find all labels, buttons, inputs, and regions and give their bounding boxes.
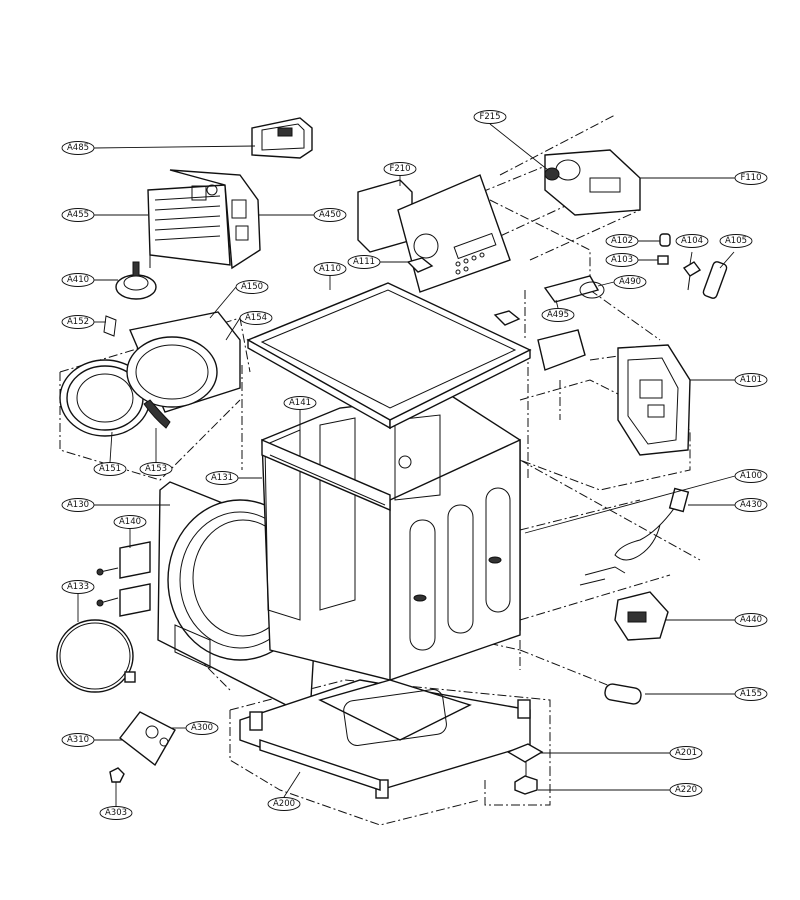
svg-text:F110: F110 xyxy=(740,173,761,183)
callout-a310: A310 xyxy=(61,733,95,747)
callout-a200: A200 xyxy=(267,797,301,811)
svg-text:F210: F210 xyxy=(389,164,410,174)
door-hinges-a140 xyxy=(96,541,151,617)
callout-a490: A490 xyxy=(613,275,647,289)
svg-text:A200: A200 xyxy=(273,799,295,809)
svg-text:A495: A495 xyxy=(547,310,569,320)
callout-a155: A155 xyxy=(734,687,768,701)
callout-a153: A153 xyxy=(139,462,173,476)
svg-text:A490: A490 xyxy=(619,277,641,287)
svg-text:A303: A303 xyxy=(105,808,127,818)
svg-text:A104: A104 xyxy=(681,236,703,246)
base-frame-a200 xyxy=(239,679,531,799)
callout-a133: A133 xyxy=(61,580,95,594)
svg-text:A133: A133 xyxy=(67,582,89,592)
pressure-switch-a410 xyxy=(115,255,157,300)
pcb-cover-a485 xyxy=(251,117,313,159)
callout-a455: A455 xyxy=(61,208,95,222)
callout-a105: A105 xyxy=(719,234,753,248)
svg-text:A111: A111 xyxy=(353,257,375,267)
svg-text:A102: A102 xyxy=(611,236,633,246)
svg-text:A410: A410 xyxy=(67,275,89,285)
svg-text:F215: F215 xyxy=(479,112,500,122)
callout-a151: A151 xyxy=(93,462,127,476)
svg-text:A100: A100 xyxy=(740,471,762,481)
svg-text:A131: A131 xyxy=(211,473,233,483)
clamp-ring-a133 xyxy=(56,619,136,693)
callout-a450: A450 xyxy=(313,208,347,222)
svg-text:A103: A103 xyxy=(611,255,633,265)
callout-f215: F215 xyxy=(473,110,507,124)
callout-a100: A100 xyxy=(734,469,768,483)
svg-text:A110: A110 xyxy=(319,264,341,274)
cabinet-frame-a100 xyxy=(261,394,521,681)
callout-a141: A141 xyxy=(283,396,317,410)
svg-text:A153: A153 xyxy=(145,464,167,474)
callout-a201: A201 xyxy=(669,746,703,760)
callout-a101: A101 xyxy=(734,373,768,387)
control-pcb-f110 xyxy=(544,149,641,216)
filter-cover-a310 xyxy=(109,711,176,783)
top-plate-a110 xyxy=(246,282,532,430)
callout-a300: A300 xyxy=(185,721,219,735)
callout-a152: A152 xyxy=(61,315,95,329)
svg-text:A455: A455 xyxy=(67,210,89,220)
leader-lines xyxy=(77,123,736,806)
callout-a103: A103 xyxy=(605,253,639,267)
svg-text:A310: A310 xyxy=(67,735,89,745)
callout-a130: A130 xyxy=(61,498,95,512)
callout-a110: A110 xyxy=(313,262,347,276)
callout-a150: A150 xyxy=(235,280,269,294)
callout-a410: A410 xyxy=(61,273,95,287)
callout-a104: A104 xyxy=(675,234,709,248)
main-pcb-a455 xyxy=(147,169,261,270)
callout-a220: A220 xyxy=(669,783,703,797)
svg-text:A141: A141 xyxy=(289,398,311,408)
svg-text:A155: A155 xyxy=(740,689,762,699)
callout-a303: A303 xyxy=(99,806,133,820)
control-panel-f210 xyxy=(357,174,511,293)
leg-a201 xyxy=(506,743,544,795)
callout-f210: F210 xyxy=(383,162,417,176)
callout-a154: A154 xyxy=(239,311,273,325)
svg-text:A450: A450 xyxy=(319,210,341,220)
svg-text:A440: A440 xyxy=(740,615,762,625)
svg-text:A130: A130 xyxy=(67,500,89,510)
callout-a440: A440 xyxy=(734,613,768,627)
door-assembly xyxy=(59,311,241,437)
svg-text:A152: A152 xyxy=(67,317,89,327)
callout-a485: A485 xyxy=(61,141,95,155)
callout-a140: A140 xyxy=(113,515,147,529)
svg-text:A154: A154 xyxy=(245,313,267,323)
svg-text:A485: A485 xyxy=(67,143,89,153)
svg-text:A150: A150 xyxy=(241,282,263,292)
svg-text:A430: A430 xyxy=(740,500,762,510)
callout-a111: A111 xyxy=(347,255,381,269)
callout-a430: A430 xyxy=(734,498,768,512)
callout-a495: A495 xyxy=(541,308,575,322)
callout-labels: A485 A455 A450 A410 A150 A152 A154 A151 … xyxy=(61,110,768,820)
svg-text:A101: A101 xyxy=(740,375,762,385)
svg-text:A201: A201 xyxy=(675,748,697,758)
callout-f110: F110 xyxy=(734,171,768,185)
svg-text:A220: A220 xyxy=(675,785,697,795)
svg-text:A140: A140 xyxy=(119,517,141,527)
callout-a131: A131 xyxy=(205,471,239,485)
svg-text:A300: A300 xyxy=(191,723,213,733)
svg-text:A105: A105 xyxy=(725,236,747,246)
callout-a102: A102 xyxy=(605,234,639,248)
svg-text:A151: A151 xyxy=(99,464,121,474)
small-parts xyxy=(406,233,728,705)
